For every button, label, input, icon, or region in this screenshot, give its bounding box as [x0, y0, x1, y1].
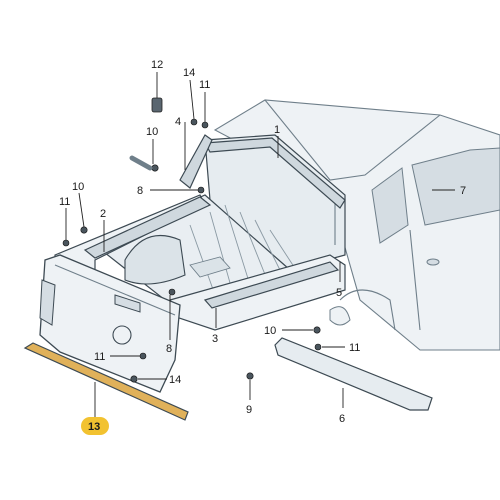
- tailgate-top-edge: [54, 264, 176, 316]
- fastener-11a: [201, 121, 209, 129]
- cab-door-seam: [409, 229, 421, 331]
- leader-lines: [65, 72, 455, 417]
- part-tailgate-strip: [23, 342, 189, 421]
- fastener-11b: [62, 239, 70, 247]
- callout-14b: 14: [169, 374, 181, 386]
- callout-11b: 11: [59, 196, 70, 208]
- callout-14a: 14: [183, 67, 195, 79]
- rear-wheel-arch: [339, 289, 396, 331]
- part-corner-post: [179, 134, 213, 189]
- callout-10a: 10: [146, 126, 158, 138]
- part-left-rail: [83, 196, 212, 259]
- cab-rear-window: [371, 167, 409, 244]
- fastener-11d: [139, 352, 147, 360]
- callout-9: 9: [246, 404, 252, 416]
- callout-8b: 8: [166, 343, 172, 355]
- part-side-trim: [274, 337, 433, 411]
- part-clip-block: [151, 97, 163, 113]
- bed-wheel-well: [124, 235, 186, 285]
- leader-14a: [189, 79, 195, 120]
- part-front-rail: [204, 137, 346, 209]
- fastener-14a: [190, 118, 198, 126]
- vehicle-body: [39, 99, 500, 393]
- callout-4: 4: [175, 116, 181, 128]
- tailgate-handle: [114, 294, 141, 313]
- parts: [23, 97, 433, 421]
- callout-6: 6: [339, 413, 345, 425]
- bed-floor-hatch: [189, 256, 231, 278]
- callout-11a: 11: [199, 79, 210, 91]
- callouts: 1 2 3 4 5 6 7 8 8 9 10 10 10 11 11 11 11…: [59, 59, 466, 435]
- fasteners: [62, 118, 322, 383]
- callout-11c: 11: [349, 342, 360, 354]
- callout-11d: 11: [94, 351, 105, 363]
- cab-door-window: [411, 147, 500, 226]
- callout-7: 7: [460, 185, 466, 197]
- part-pin: [129, 155, 153, 171]
- callout-1: 1: [274, 124, 280, 136]
- fastener-10c: [313, 326, 321, 334]
- callout-8a: 8: [137, 185, 143, 197]
- fastener-14b: [130, 375, 138, 383]
- tailgate-emblem: [112, 325, 132, 345]
- callout-13: 13: [88, 421, 100, 433]
- door-handle: [426, 258, 440, 266]
- fastener-8a: [197, 186, 205, 194]
- fastener-10b: [80, 226, 88, 234]
- fuel-door: [329, 306, 351, 326]
- tail-light: [39, 279, 56, 326]
- cab-roof: [264, 99, 441, 181]
- fastener-10a: [151, 164, 159, 172]
- callout-5: 5: [336, 287, 342, 299]
- callout-13-badge: [81, 417, 109, 435]
- fastener-11c: [314, 343, 322, 351]
- callout-10c: 10: [264, 325, 276, 337]
- callout-10b: 10: [72, 181, 84, 193]
- part-right-rail: [203, 261, 340, 309]
- fastener-9: [246, 372, 254, 380]
- fastener-8b: [168, 288, 176, 296]
- callout-2: 2: [100, 208, 106, 220]
- leader-10b: [78, 192, 85, 228]
- callout-12: 12: [151, 59, 163, 71]
- callout-3: 3: [212, 333, 218, 345]
